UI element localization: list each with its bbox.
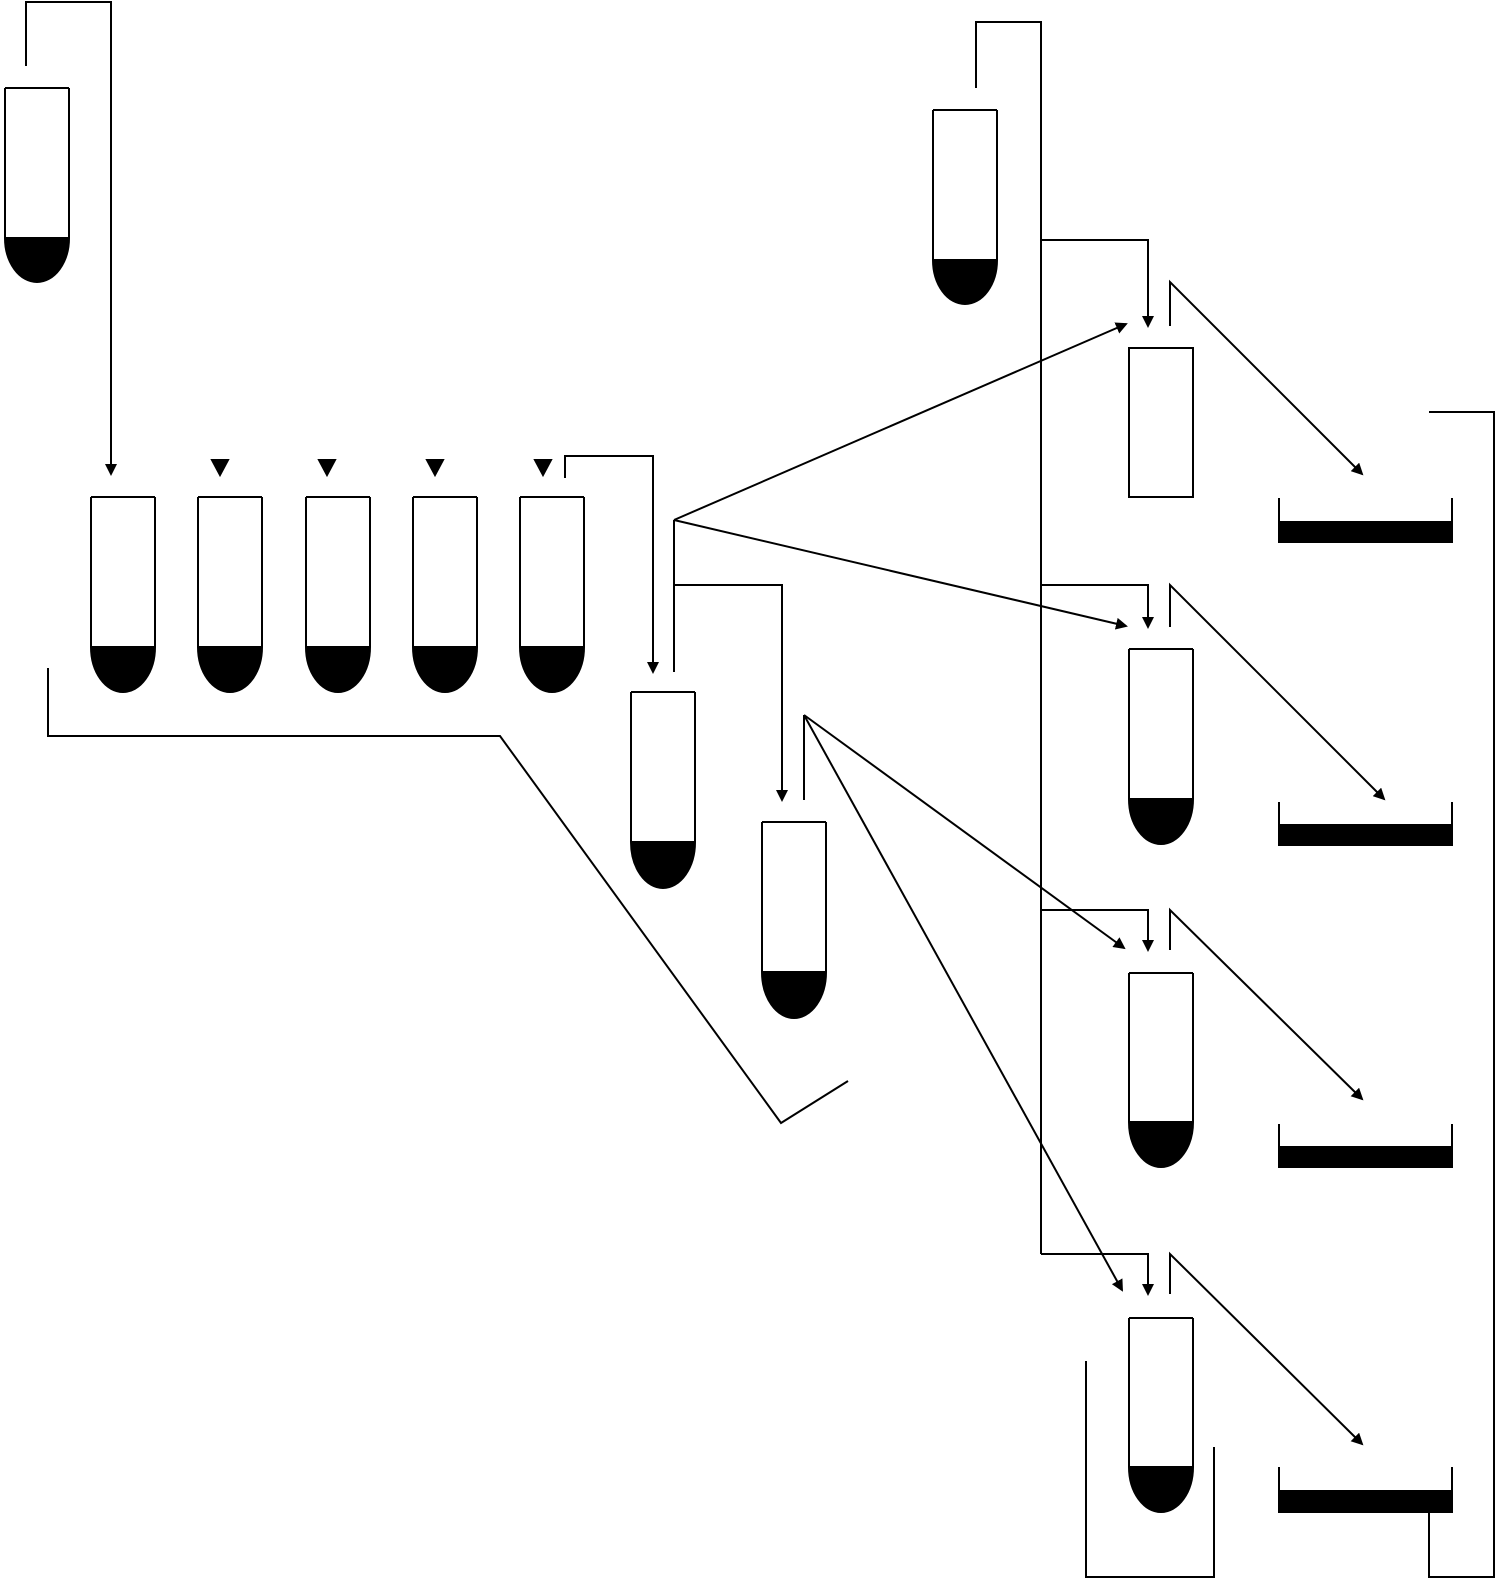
plate-transfer-4 [1169,1251,1364,1446]
diluent-feed-r3 [1041,909,1154,952]
plate-transfer-1 [1169,279,1364,476]
agar-plate-4 [1278,1467,1453,1513]
dilution-tube-2 [196,496,264,693]
transfer-line-a-to-r2 [673,519,1128,630]
right-tube-4 [1127,1317,1195,1513]
dilution-series-bracket [47,668,849,1125]
transfer-arrowhead-5 [533,459,553,478]
plate-transfer-2 [1169,582,1386,801]
diluent-feed-r1 [1041,239,1154,328]
right-tube-1 [1128,347,1194,498]
dilution-tube-5 [518,496,586,693]
stock-tube-left [3,87,71,283]
agar-plate-1 [1278,498,1453,543]
plate-transfer-3 [1169,907,1364,1101]
diluent-bracket [975,21,1042,1254]
transfer-arrowhead-4 [425,459,445,478]
bottom-tube-bracket [1085,1361,1215,1578]
right-tube-3 [1127,972,1195,1168]
transfer-arrowhead-2 [210,459,230,478]
intermediate-tube-a [629,691,697,889]
transfer-line-a-to-r1 [673,322,1128,521]
pipette-bracket-tube-a [673,584,788,802]
dilution-tube-1 [89,496,157,693]
dilution-tube-4 [411,496,479,693]
diluent-feed-r2 [1041,584,1154,629]
pipette-bracket-left [25,1,117,476]
plates-bracket [1428,411,1495,1578]
right-tube-2 [1127,648,1195,845]
stock-tube-right [931,109,999,305]
diluent-feed-r4 [1041,1253,1154,1296]
transfer-arrowhead-3 [317,459,337,478]
pipette-bracket-tube5 [564,455,659,674]
dilution-tube-3 [304,496,372,693]
intermediate-tube-b [760,821,828,1019]
agar-plate-2 [1278,802,1453,846]
transfer-line-b-to-r3 [803,714,1126,950]
transfer-line-b-to-r4 [803,714,1123,1292]
agar-plate-3 [1278,1124,1453,1168]
